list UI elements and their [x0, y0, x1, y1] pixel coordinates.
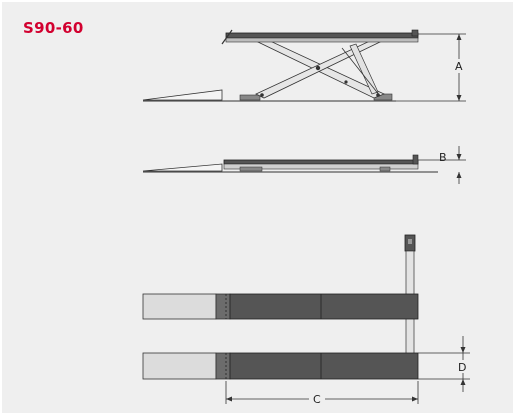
- dimension-c: C: [225, 381, 419, 406]
- drive-on-ramp-lowered: [142, 163, 223, 172]
- lowered-side-view: B: [142, 146, 466, 184]
- runway-lower: [229, 352, 419, 380]
- platform-lower: [142, 352, 419, 380]
- top-view: C D: [142, 234, 470, 406]
- platform-frame: [225, 37, 419, 43]
- runway-upper: [229, 293, 419, 320]
- platform-ramp-flap: [221, 29, 233, 45]
- dimension-d: D: [418, 336, 470, 392]
- drive-on-ramp: [142, 89, 223, 101]
- dimension-b-label: B: [439, 151, 447, 164]
- ramp-upper: [142, 293, 217, 320]
- base-foot-left: [239, 94, 261, 101]
- dimension-a: A: [396, 33, 466, 102]
- dimension-b: B: [418, 146, 466, 184]
- model-title: S90-60: [23, 19, 84, 37]
- raised-side-view: A: [142, 29, 466, 102]
- platform-frame-lowered: [223, 163, 419, 170]
- dimension-d-label: D: [458, 361, 466, 374]
- dimension-c-label: C: [313, 393, 321, 406]
- platform-deck: [225, 32, 419, 39]
- platform-end-stop: [411, 29, 419, 37]
- dimension-a-label: A: [455, 60, 463, 73]
- platform-deck-lowered: [223, 159, 419, 165]
- ramp-lower: [142, 352, 217, 380]
- platform-upper: [142, 293, 419, 320]
- scissor-arms: [255, 39, 386, 99]
